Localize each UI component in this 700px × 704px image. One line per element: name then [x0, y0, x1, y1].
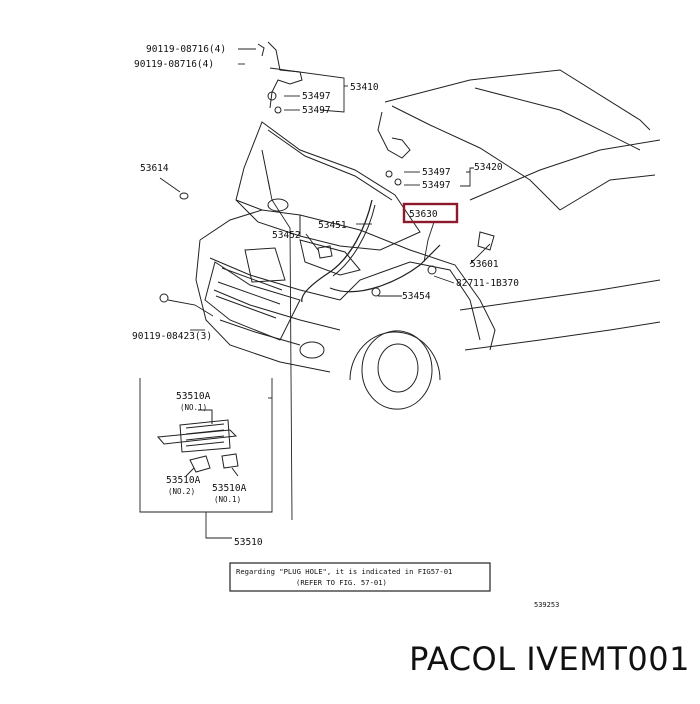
label-53510a-left: 53510A — [166, 475, 201, 486]
label-53452: 53452 — [272, 230, 301, 241]
label-53454: 53454 — [402, 291, 431, 302]
car-linework — [159, 41, 661, 410]
label-53510a-right: 53510A — [212, 483, 247, 494]
part-labels: 90119-08716(4) 90119-08716(4) 53410 5349… — [132, 44, 559, 609]
label-53601: 53601 — [470, 259, 499, 270]
inset-detail — [156, 409, 239, 477]
note-text-line1: Regarding "PLUG HOLE", it is indicated i… — [236, 567, 452, 576]
label-53497-a: 53497 — [302, 91, 331, 102]
note-text-line2: (REFER TO FIG. 57-01) — [296, 578, 387, 587]
label-90119-08423: 90119-08423(3) — [132, 331, 212, 342]
caption-text: PACOL IVEMT001 — [409, 640, 690, 678]
highlight-box-53630 — [402, 202, 459, 224]
label-53497-b: 53497 — [302, 105, 331, 116]
label-90119-08716-a: 90119-08716(4) — [146, 44, 226, 55]
label-53630: 53630 — [409, 209, 438, 220]
label-53451: 53451 — [318, 220, 347, 231]
label-no2: (NO.2) — [168, 487, 195, 496]
figure-code: 539253 — [534, 601, 559, 609]
note-box — [229, 562, 491, 592]
label-53497-d: 53497 — [422, 180, 451, 191]
label-82711-1b370: 82711-1B370 — [456, 278, 519, 289]
label-no1-bottom: (NO.1) — [214, 495, 241, 504]
label-53420: 53420 — [474, 162, 503, 173]
label-53497-c: 53497 — [422, 167, 451, 178]
label-53510: 53510 — [234, 537, 263, 548]
label-no1-top: (NO.1) — [180, 403, 207, 412]
label-53410: 53410 — [350, 82, 379, 93]
leader-lines — [139, 48, 491, 539]
label-90119-08716-b: 90119-08716(4) — [134, 59, 214, 70]
label-53510a-top: 53510A — [176, 391, 211, 402]
label-53614: 53614 — [140, 163, 169, 174]
